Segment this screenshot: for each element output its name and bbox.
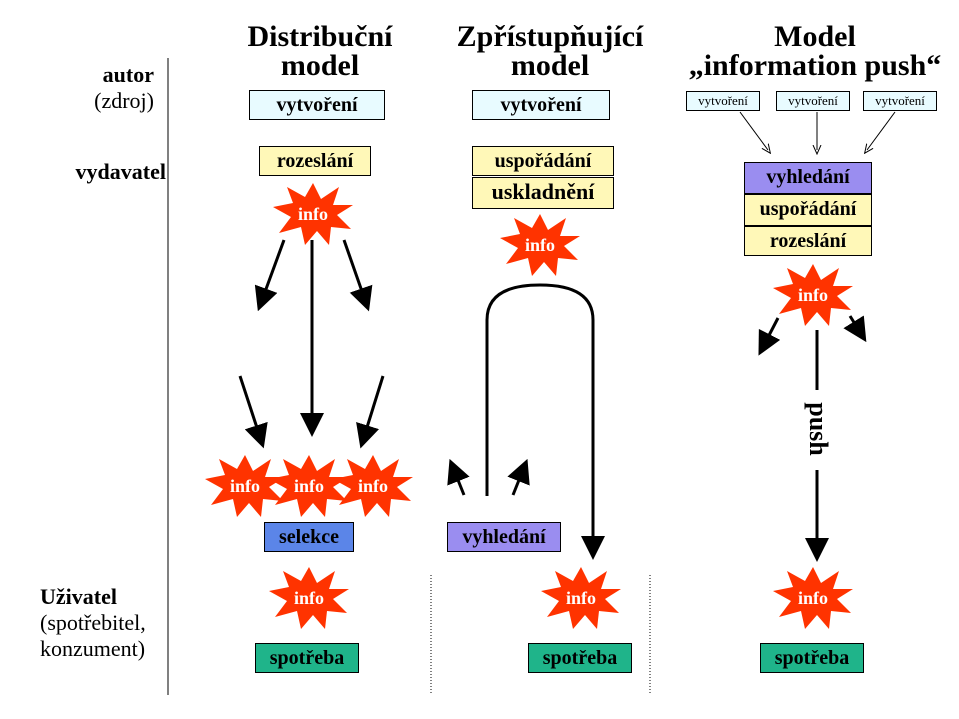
info-label: info — [357, 476, 388, 496]
arrow-dist-top-left — [254, 239, 286, 312]
role-user-sub2: konzument) — [40, 636, 146, 661]
heading-distribution-model: Distribuční model — [247, 20, 393, 82]
burst-shape — [269, 567, 349, 629]
info-label: info — [797, 285, 828, 305]
arrow-push-left — [758, 317, 781, 356]
push-create-box-1: vytvoření — [686, 91, 760, 111]
dist-select-box: selekce — [264, 522, 354, 552]
dist-distribute-box: rozeslání — [259, 146, 371, 176]
heading-access-model: Zpřístupňující model — [456, 20, 644, 82]
info-label: info — [524, 235, 555, 255]
info-burst-dist-user: info — [269, 567, 349, 629]
role-user: Uživatel (spotřebitel, konzument) — [40, 584, 180, 662]
role-user-sub1: (spotřebitel, — [40, 610, 146, 635]
push-create-box-3: vytvoření — [863, 91, 937, 111]
burst-shape — [269, 455, 349, 517]
access-consume-box: spotřeba — [528, 643, 632, 673]
burst-shape — [333, 455, 413, 517]
push-organize-box: uspořádání — [744, 194, 872, 226]
burst-shape — [205, 455, 285, 517]
dist-consume-box: spotřeba — [255, 643, 359, 673]
arrow-dist-low-left — [238, 375, 268, 449]
burst-shape — [273, 183, 353, 245]
access-search-box: vyhledání — [447, 522, 561, 552]
push-consume-box: spotřeba — [760, 643, 864, 673]
info-burst-dist-2: info — [269, 455, 349, 517]
info-burst-dist-1: info — [205, 455, 285, 517]
info-label: info — [565, 588, 596, 608]
info-label: info — [297, 204, 328, 224]
access-create-box: vytvoření — [472, 90, 610, 120]
info-label: info — [229, 476, 260, 496]
info-label: info — [293, 476, 324, 496]
burst-shape — [773, 264, 853, 326]
arrow-dist-low-right — [356, 375, 385, 449]
arrow-dist-top-right — [342, 239, 373, 312]
heading-push-model: Model „information push“ — [688, 20, 942, 82]
info-label: info — [797, 588, 828, 608]
role-author-label: autor — [102, 62, 154, 87]
arrow-access-small-left — [447, 458, 470, 496]
arrow-push-create-3 — [867, 111, 896, 150]
role-publisher: vydavatel — [20, 159, 166, 185]
arrow-push-right — [843, 315, 867, 343]
access-store-box: uskladnění — [472, 177, 614, 209]
info-label: info — [293, 588, 324, 608]
burst-shape — [541, 567, 621, 629]
dist-create-box: vytvoření — [249, 90, 385, 120]
burst-shape — [773, 567, 853, 629]
info-burst-dist-3: info — [333, 455, 413, 517]
role-author: autor (zdroj) — [40, 62, 154, 114]
access-organize-box: uspořádání — [472, 146, 614, 176]
burst-shape — [500, 214, 580, 276]
push-distribute-box: rozeslání — [744, 226, 872, 256]
info-burst-access-user: info — [541, 567, 621, 629]
arrow-push-create-1 — [739, 111, 768, 150]
info-burst-push-user: info — [773, 567, 853, 629]
info-burst-access-top: info — [500, 214, 580, 276]
push-search-box: vyhledání — [744, 162, 872, 194]
info-burst-push-top: info — [773, 264, 853, 326]
role-user-label: Uživatel — [40, 584, 117, 609]
info-burst-dist-top: info — [273, 183, 353, 245]
push-create-box-2: vytvoření — [776, 91, 850, 111]
push-label: push — [804, 402, 833, 456]
arrow-access-small-right — [507, 458, 530, 496]
arrow-access-loop — [485, 283, 605, 560]
role-publisher-label: vydavatel — [75, 159, 166, 184]
role-author-sub: (zdroj) — [94, 88, 154, 113]
